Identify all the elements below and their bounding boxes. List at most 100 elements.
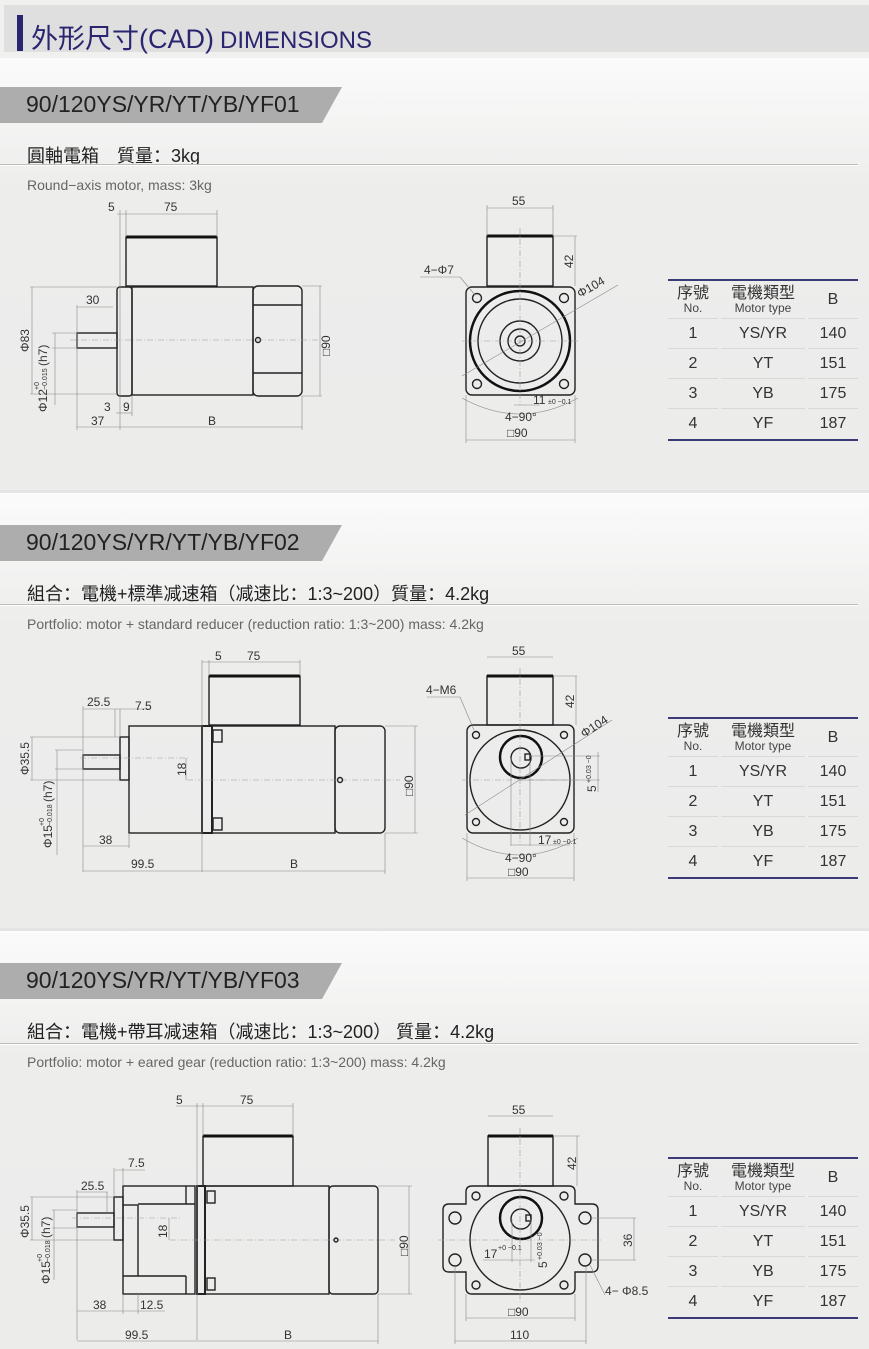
- tolerance-label: +0.03 −0: [537, 1232, 544, 1260]
- dim-label: 12.5: [140, 1298, 164, 1312]
- shaft-diameter-label: Φ15 +0 −0.018 (h7): [39, 781, 55, 848]
- dim-label: □90: [507, 426, 528, 440]
- svg-text:(h7): (h7): [39, 1217, 53, 1238]
- dim-label: 25.5: [87, 695, 111, 709]
- front-view-drawing-yf02: 55 42 4−M6 Φ104 5 +0.03 −0 17 ±0 −0.1 4−…: [426, 644, 613, 881]
- description-en: Portfolio: motor + eared gear (reduction…: [27, 1054, 446, 1070]
- dim-label: B: [208, 414, 216, 428]
- front-view-drawing-yf01: 55 42 4−Φ7 Φ104 11 ±0 −0.1 4−90° □90: [420, 194, 619, 443]
- section-yf03: [0, 931, 869, 1349]
- tolerance-label: +0.03 −0: [586, 755, 593, 783]
- description-en: Round−axis motor, mass: 3kg: [27, 177, 212, 193]
- dim-label: 30: [86, 293, 100, 307]
- section-divider: [0, 928, 869, 931]
- svg-text:Φ15: Φ15: [39, 1261, 53, 1284]
- dim-label: 5: [536, 1261, 550, 1268]
- dim-label: 5: [108, 200, 115, 214]
- model-title: 90/120YS/YR/YT/YB/YF01: [26, 91, 300, 117]
- svg-text:Φ12: Φ12: [36, 389, 50, 412]
- dim-label: Φ35.5: [18, 1205, 32, 1238]
- dim-label: 42: [565, 1156, 579, 1170]
- svg-text:Φ15: Φ15: [41, 825, 55, 848]
- dim-label: Φ104: [575, 274, 608, 301]
- dim-label: 5: [176, 1093, 183, 1107]
- holes-label: 4−M6: [426, 683, 457, 697]
- description-zh: 圓軸電箱 質量：3kg: [27, 146, 201, 166]
- header-accent-bar: [17, 15, 23, 51]
- dim-label: 42: [562, 254, 576, 268]
- description-zh: 組合：電機+帶耳减速箱（减速比：1:3~200） 質量：4.2kg: [27, 1022, 495, 1042]
- tolerance-label: ±0 −0.1: [553, 839, 577, 846]
- page-title-en: DIMENSIONS: [220, 27, 373, 54]
- description-zh: 組合：電機+標準减速箱（减速比：1:3~200）質量：4.2kg: [27, 584, 490, 604]
- description-en: Portfolio: motor + standard reducer (red…: [27, 616, 484, 632]
- dim-label: B: [290, 857, 298, 871]
- svg-text:+0: +0: [34, 382, 41, 390]
- holes-label: 4−Φ7: [424, 263, 454, 277]
- dim-label: □90: [508, 865, 529, 879]
- header-b: B: [808, 1159, 858, 1197]
- dim-label: 110: [510, 1328, 529, 1342]
- svg-text:+0: +0: [37, 1254, 44, 1262]
- dim-label: B: [284, 1328, 292, 1342]
- dim-label: 55: [512, 194, 526, 208]
- shaft-diameter-label: Φ12 +0 −0.015 (h7): [34, 345, 50, 412]
- dim-label: Φ104: [578, 712, 611, 740]
- dim-label: 3: [104, 400, 111, 414]
- dim-label: 11: [533, 393, 546, 407]
- page-title: 外形尺寸(CAD)DIMENSIONS: [31, 17, 372, 56]
- divider: [0, 604, 858, 606]
- header-b: B: [808, 281, 858, 319]
- dim-label: □90: [402, 775, 416, 796]
- model-band: 90/120YS/YR/YT/YB/YF01: [0, 87, 342, 123]
- page-header: 外形尺寸(CAD)DIMENSIONS: [4, 5, 869, 54]
- dim-label: 18: [156, 1224, 170, 1238]
- model-title: 90/120YS/YR/YT/YB/YF02: [26, 529, 300, 555]
- section-divider: [0, 490, 869, 493]
- header-b: B: [808, 719, 858, 757]
- dim-label: 75: [164, 200, 178, 214]
- dim-label: 38: [93, 1298, 107, 1312]
- side-view-drawing-yf01: 5 75 30 Φ83 Φ12 +0 −0.015 (h7) 3 9 37 B …: [18, 200, 333, 430]
- divider: [0, 1043, 858, 1045]
- dim-label: Φ35.5: [18, 742, 32, 775]
- dim-label: Φ83: [18, 329, 32, 352]
- dim-label: 42: [563, 694, 577, 708]
- dim-label: 5: [215, 649, 222, 663]
- svg-text:−0.015: −0.015: [42, 368, 49, 390]
- shaft-diameter-label: Φ15 +0 −0.018 (h7): [37, 1217, 53, 1284]
- svg-text:−0.018: −0.018: [47, 804, 54, 826]
- angle-label: 4−90°: [505, 410, 537, 424]
- angle-label: 4−90°: [505, 851, 537, 865]
- dim-label: 5: [585, 785, 599, 792]
- side-view-drawing-yf02: 5 75 25.5 7.5 Φ35.5 Φ15 +0 −0.018 (h7) 1…: [18, 649, 418, 874]
- dim-label: 17: [484, 1247, 498, 1261]
- section-yf01: [0, 58, 869, 490]
- dim-label: □90: [397, 1235, 411, 1256]
- dim-label: 55: [512, 1103, 526, 1117]
- svg-text:(h7): (h7): [41, 781, 55, 802]
- model-band: 90/120YS/YR/YT/YB/YF03: [0, 963, 342, 999]
- tolerance-label: +0 −0.1: [498, 1245, 522, 1252]
- dim-label: 99.5: [131, 857, 155, 871]
- dim-label: 37: [91, 414, 105, 428]
